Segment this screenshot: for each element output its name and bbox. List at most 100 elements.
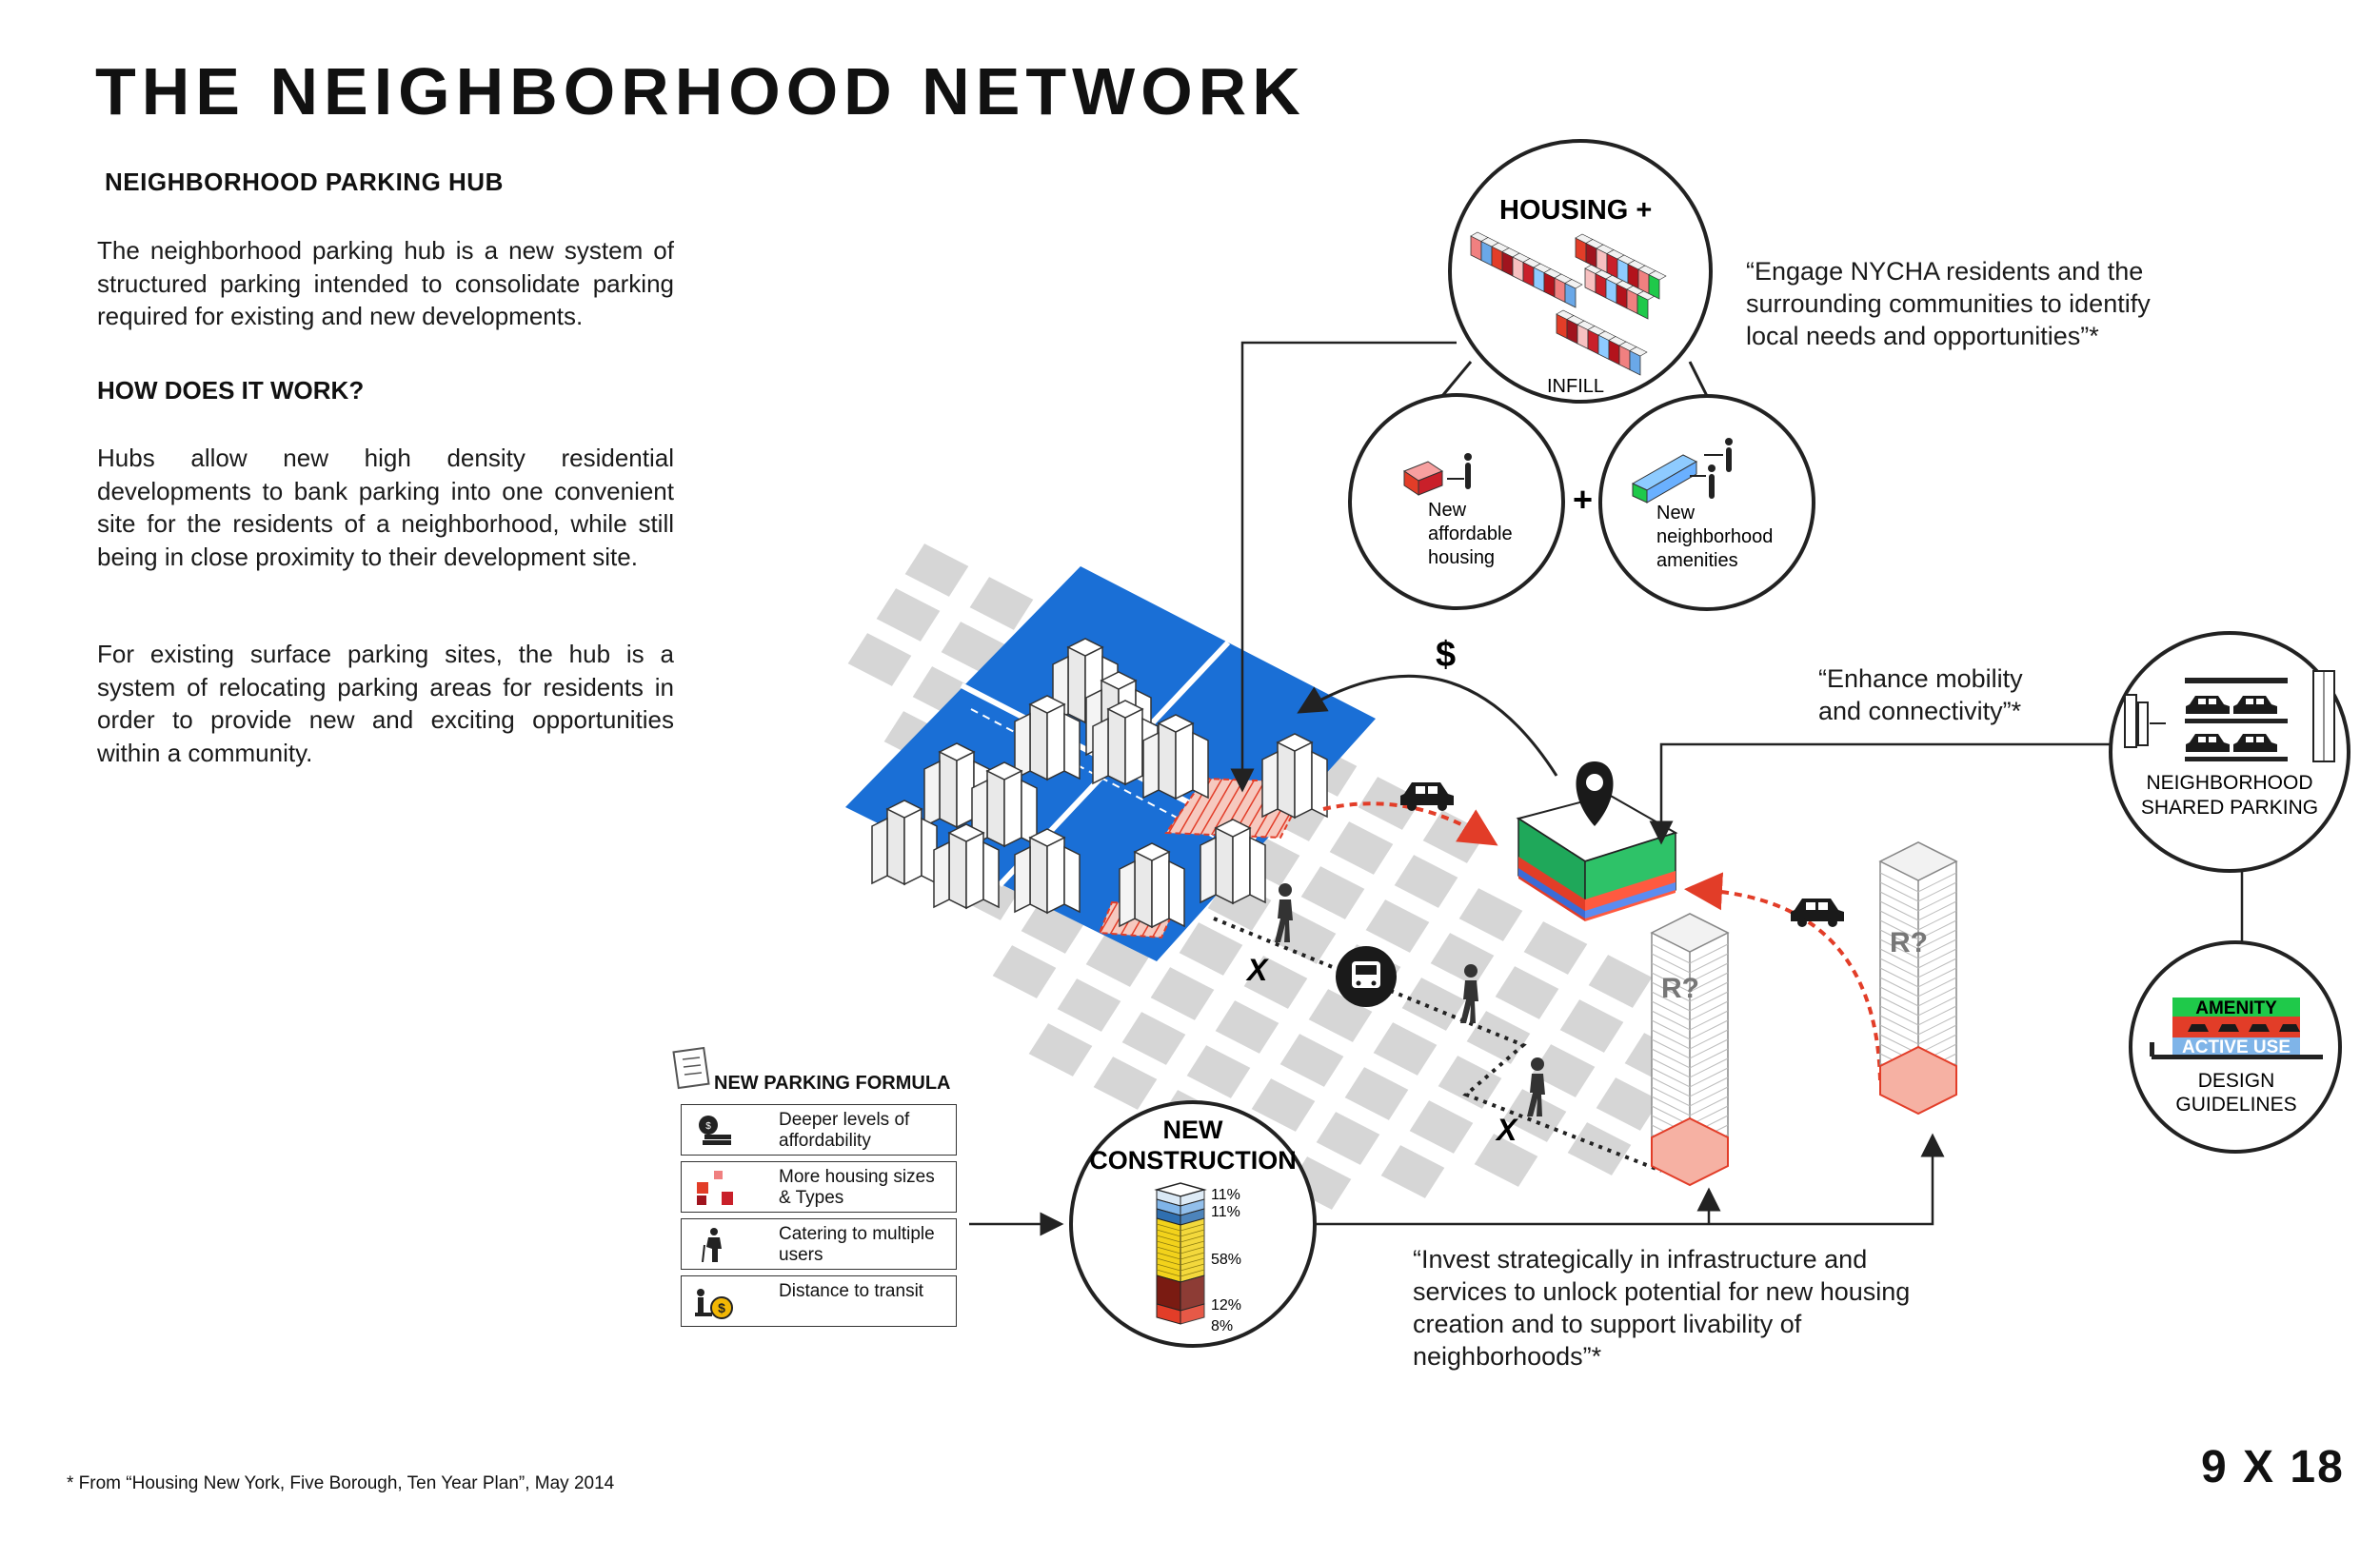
city-block xyxy=(1279,1034,1344,1087)
stack-floor xyxy=(1156,1240,1205,1249)
shared-parking-label: NEIGHBORHOOD xyxy=(2146,772,2312,794)
tower-face xyxy=(903,807,922,886)
shared-parking-icon xyxy=(2124,670,2335,762)
construction-stack-graphic xyxy=(1154,1182,1207,1325)
tower-face xyxy=(1124,707,1143,786)
city-block xyxy=(1438,1056,1502,1109)
floor-line xyxy=(1879,881,1957,902)
city-block xyxy=(1365,899,1430,953)
stack-floor xyxy=(1156,1246,1205,1255)
city-block xyxy=(1409,1100,1474,1154)
infill-roof xyxy=(1648,270,1667,281)
floor-line xyxy=(1651,1019,1729,1040)
tower-face xyxy=(948,831,967,910)
connector-line xyxy=(1649,742,2113,845)
tower-roof xyxy=(938,742,976,761)
tower-face xyxy=(1003,769,1022,848)
connector-line xyxy=(1230,341,1457,793)
section-heading-parking-hub: NEIGHBORHOOD PARKING HUB xyxy=(105,168,504,196)
amenities-icon xyxy=(1631,438,1733,504)
nycha-tower xyxy=(1119,842,1185,929)
tower-roof xyxy=(1028,828,1066,847)
city-block xyxy=(1344,1067,1409,1120)
infill-roof xyxy=(1564,279,1583,289)
x-mark: X xyxy=(1495,1113,1518,1147)
connector-line xyxy=(1314,1133,1945,1226)
city-block xyxy=(1567,1122,1632,1176)
city-block xyxy=(1308,989,1373,1042)
city-block xyxy=(1215,1000,1279,1054)
design-guidelines-icon xyxy=(2150,998,2323,1059)
pct-label: 11% xyxy=(1211,1187,1240,1203)
pedestrian-body xyxy=(1460,980,1478,1023)
city-block xyxy=(1243,956,1308,1009)
tower-face xyxy=(1029,702,1048,781)
floor-line xyxy=(1879,967,1957,988)
affordable-label: housing xyxy=(1428,547,1495,568)
tower-wing xyxy=(1311,750,1328,819)
city-block xyxy=(1251,1078,1316,1132)
stack-floor xyxy=(1156,1223,1205,1232)
svg-text:$: $ xyxy=(718,1300,725,1315)
active-use-band: ACTIVE USE xyxy=(2182,1037,2291,1057)
city-block xyxy=(1085,934,1150,987)
city-block xyxy=(876,588,941,642)
tower-face xyxy=(986,769,1005,848)
tower-roof xyxy=(1100,671,1138,690)
city-block xyxy=(1380,1145,1445,1198)
tower-roof xyxy=(1133,842,1171,861)
city-block xyxy=(1316,1112,1380,1165)
stack-floor xyxy=(1156,1252,1205,1260)
city-block xyxy=(1474,1134,1538,1187)
nycha-tower xyxy=(1261,733,1328,820)
tower-label: R? xyxy=(1890,927,1928,958)
floor-line xyxy=(1651,1077,1729,1097)
nycha-tower xyxy=(1200,819,1266,905)
amenities-circle xyxy=(1598,394,1815,611)
floor-line xyxy=(1879,977,1957,998)
tower-label: R? xyxy=(1661,973,1699,1004)
affordable-housing-circle xyxy=(1348,393,1565,610)
tower-wing xyxy=(933,840,950,909)
floor-line xyxy=(1651,1010,1729,1031)
formula-title: NEW PARKING FORMULA xyxy=(714,1073,951,1094)
floor-line xyxy=(1651,1000,1729,1021)
tower-face xyxy=(1215,826,1234,905)
car-icon xyxy=(2186,696,2230,714)
floor-line xyxy=(1879,938,1957,959)
city-block xyxy=(1186,1045,1251,1098)
city-block xyxy=(1057,978,1121,1032)
tower-wing xyxy=(1014,712,1031,780)
affordable-label: affordable xyxy=(1428,524,1513,544)
city-block xyxy=(992,945,1057,998)
design-label: DESIGN xyxy=(2198,1070,2275,1092)
nycha-tower xyxy=(1014,695,1081,781)
tower-roof xyxy=(947,823,985,842)
affordable-housing-icon xyxy=(1402,453,1472,496)
amenities-label: amenities xyxy=(1656,550,1738,571)
nycha-tower xyxy=(871,800,938,886)
floor-line xyxy=(1651,972,1729,993)
tower-wing xyxy=(923,760,941,828)
floor-line xyxy=(1651,1096,1729,1116)
city-block xyxy=(847,633,912,686)
city-block xyxy=(1422,810,1487,863)
city-block xyxy=(1430,933,1495,986)
floor-line xyxy=(1651,962,1729,983)
formula-item: More housing sizes & Types xyxy=(681,1161,957,1213)
car-body xyxy=(2233,734,2277,752)
car-icon xyxy=(2233,696,2277,714)
tower-face xyxy=(939,750,958,829)
tower-wing xyxy=(1249,836,1266,904)
city-block xyxy=(1373,1022,1438,1076)
car-window xyxy=(2198,699,2206,704)
housing-types-icon xyxy=(697,1171,733,1205)
quote-engage-residents: “Engage NYCHA residents and the surround… xyxy=(1746,257,2151,350)
floor-line xyxy=(1651,991,1729,1012)
floor-line xyxy=(1651,1048,1729,1069)
stack-floor xyxy=(1156,1269,1205,1277)
pedestrian-icon xyxy=(1275,883,1293,942)
formula-item: Catering to multiple users xyxy=(681,1218,957,1270)
car-icon xyxy=(2249,1024,2270,1032)
